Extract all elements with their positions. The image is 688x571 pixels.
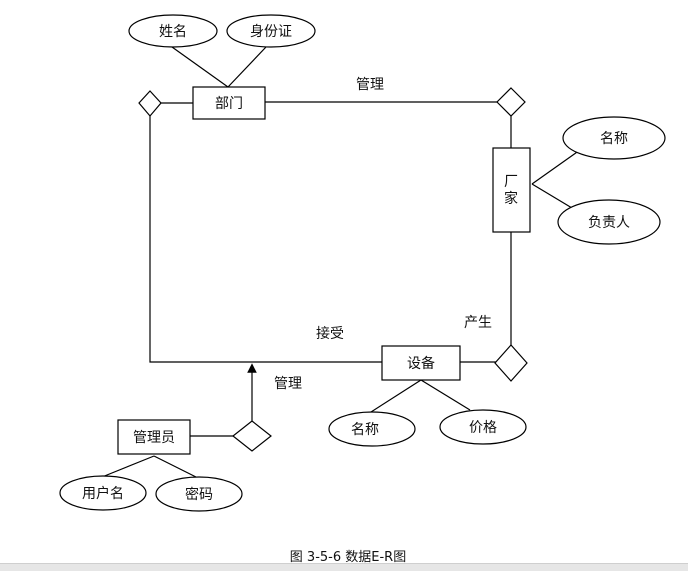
entity-manufacturer-label-1: 厂 bbox=[504, 174, 518, 190]
attr-id-card-label: 身份证 bbox=[250, 24, 292, 40]
rel-dept-mfr-label: 管理 bbox=[356, 77, 384, 93]
attr-eq-name-label: 名称 bbox=[351, 422, 379, 438]
attr-price-label: 价格 bbox=[469, 420, 497, 436]
line-admin-to-password bbox=[153, 455, 199, 479]
connector-lines bbox=[101, 46, 581, 479]
attr-id-card bbox=[226, 14, 316, 48]
entity-administrator bbox=[117, 419, 191, 455]
diamond-admin-manage bbox=[232, 420, 272, 452]
entity-administrator-label: 管理员 bbox=[133, 430, 175, 446]
line-admin-to-username bbox=[101, 455, 155, 478]
line-eq-to-name bbox=[370, 379, 422, 413]
attr-name bbox=[128, 14, 218, 48]
attr-price bbox=[439, 409, 527, 445]
window-bottom-bar bbox=[0, 563, 688, 571]
rel-mfr-eq-label: 产生 bbox=[464, 315, 492, 331]
rel-admin-manage-label: 管理 bbox=[274, 376, 302, 392]
line-left-diamond-to-equipment bbox=[149, 116, 382, 363]
rel-dept-eq-label: 接受 bbox=[316, 325, 344, 342]
entity-department bbox=[192, 86, 266, 120]
attr-name-label: 姓名 bbox=[159, 24, 187, 40]
attr-person-in-charge bbox=[557, 199, 661, 245]
entity-manufacturer bbox=[492, 147, 531, 233]
attr-username bbox=[59, 475, 147, 511]
attr-password bbox=[155, 476, 243, 512]
entity-equipment-label: 设备 bbox=[407, 355, 435, 372]
attr-username-label: 用户名 bbox=[82, 485, 124, 502]
attr-mfr-name-label: 名称 bbox=[600, 131, 628, 147]
diamond-dept-eq bbox=[138, 90, 162, 117]
attr-mfr-name bbox=[562, 116, 666, 160]
line-dept-to-name bbox=[171, 46, 229, 88]
entity-equipment bbox=[381, 345, 461, 381]
figure-caption: 图 3-5-6 数据E-R图 bbox=[290, 550, 406, 565]
line-mfr-to-name bbox=[531, 149, 581, 185]
line-mfr-to-person bbox=[531, 183, 573, 209]
entity-department-label: 部门 bbox=[215, 96, 243, 112]
diamond-mfr-eq bbox=[494, 344, 528, 382]
entity-manufacturer-label-2: 家 bbox=[504, 190, 518, 207]
line-dept-to-idcard bbox=[227, 46, 267, 88]
line-eq-to-price bbox=[420, 379, 471, 411]
attr-person-label: 负责人 bbox=[588, 215, 630, 231]
diamond-dept-mfr bbox=[496, 87, 526, 117]
attr-password-label: 密码 bbox=[185, 486, 213, 503]
attr-eq-name bbox=[328, 411, 416, 447]
